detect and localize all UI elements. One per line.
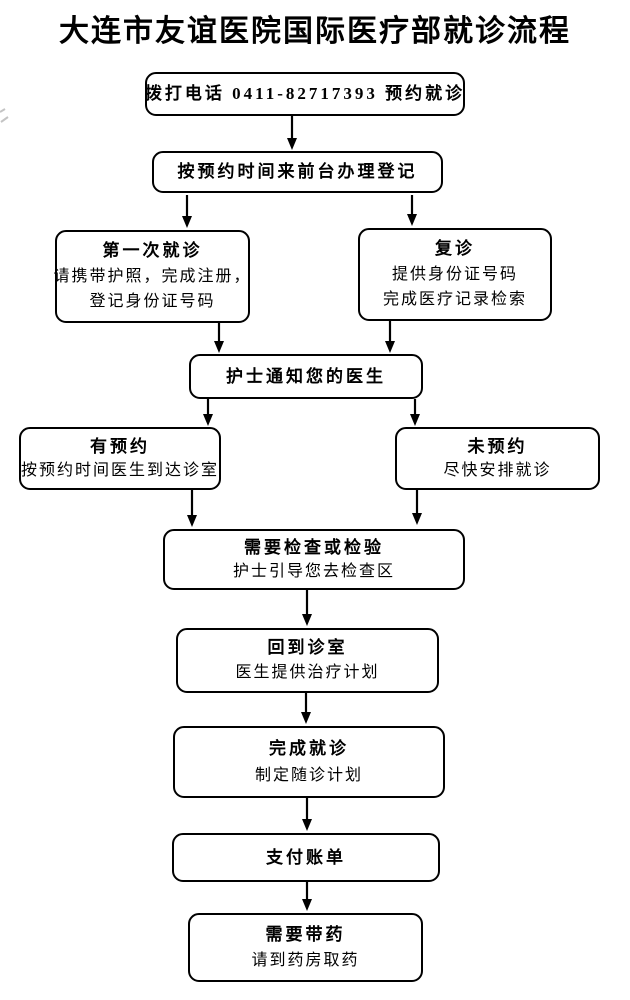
- node-pay-title: 支付账单: [266, 847, 346, 867]
- node-exam-title: 需要检查或检验: [244, 538, 384, 558]
- node-without-appointment-line1: 尽快安排就诊: [443, 461, 552, 479]
- node-nurse-notify-title: 护士通知您的医生: [226, 366, 386, 386]
- node-medicine-title: 需要带药: [265, 924, 346, 944]
- node-call-appointment: 拨打电话 0411-82717393 预约就诊: [145, 72, 465, 116]
- node-return-visit-line1: 提供身份证号码: [391, 265, 518, 283]
- arrow-nurse-to-without-appt: [410, 399, 420, 426]
- arrow-first-visit-to-nurse: [214, 323, 224, 353]
- arrow-with-appt-to-exam: [187, 490, 197, 527]
- arrow-back-to-complete: [301, 693, 311, 724]
- arrow-complete-to-pay: [302, 798, 312, 831]
- node-first-visit-title: 第一次就诊: [102, 241, 203, 261]
- node-first-visit-line2: 登记身份证号码: [89, 293, 216, 311]
- page-title: 大连市友谊医院国际医疗部就诊流程: [59, 15, 571, 48]
- scan-artifact: [0, 108, 9, 123]
- node-with-appointment-title: 有预约: [90, 436, 150, 456]
- node-with-appointment-line1: 按预约时间医生到达诊室: [21, 461, 220, 479]
- node-return-visit-title: 复诊: [435, 239, 475, 259]
- arrow-pay-to-medicine: [302, 882, 312, 911]
- node-need-medicine: 需要带药 请到药房取药: [188, 913, 423, 982]
- node-return-visit-line2: 完成医疗记录检索: [382, 291, 527, 309]
- node-complete-line1: 制定随诊计划: [254, 766, 363, 784]
- node-return-visit: 复诊 提供身份证号码 完成医疗记录检索: [358, 228, 552, 321]
- node-back-to-consult-room: 回到诊室 医生提供治疗计划: [176, 628, 439, 693]
- node-complete-visit: 完成就诊 制定随诊计划: [173, 726, 445, 798]
- node-without-appointment: 未预约 尽快安排就诊: [395, 427, 600, 490]
- node-nurse-notify-doctor: 护士通知您的医生: [189, 354, 423, 399]
- arrow-call-to-register: [287, 116, 297, 150]
- node-pay-bill: 支付账单: [172, 833, 440, 882]
- node-register-title: 按预约时间来前台办理登记: [177, 162, 418, 182]
- node-call-title: 拨打电话 0411-82717393 预约就诊: [144, 84, 466, 104]
- node-exam-line1: 护士引导您去检查区: [232, 562, 395, 580]
- node-first-visit: 第一次就诊 请携带护照，完成注册， 登记身份证号码: [53, 230, 252, 323]
- arrow-return-visit-to-nurse: [385, 321, 395, 353]
- node-front-desk-register: 按预约时间来前台办理登记: [152, 151, 443, 193]
- node-with-appointment: 有预约 按预约时间医生到达诊室: [19, 427, 221, 490]
- arrow-register-to-return-visit: [407, 195, 417, 226]
- arrow-register-to-first-visit: [182, 195, 192, 228]
- node-complete-title: 完成就诊: [269, 738, 349, 758]
- arrow-exam-to-back: [302, 590, 312, 626]
- node-back-to-room-title: 回到诊室: [267, 638, 348, 658]
- node-back-to-room-line1: 医生提供治疗计划: [235, 664, 380, 682]
- node-without-appointment-title: 未预约: [467, 436, 528, 456]
- arrow-nurse-to-with-appt: [203, 399, 213, 426]
- arrow-without-appt-to-exam: [412, 490, 422, 525]
- node-medicine-line1: 请到药房取药: [251, 951, 360, 969]
- node-first-visit-line1: 请携带护照，完成注册，: [53, 267, 252, 285]
- node-exam-or-test: 需要检查或检验 护士引导您去检查区: [163, 529, 465, 590]
